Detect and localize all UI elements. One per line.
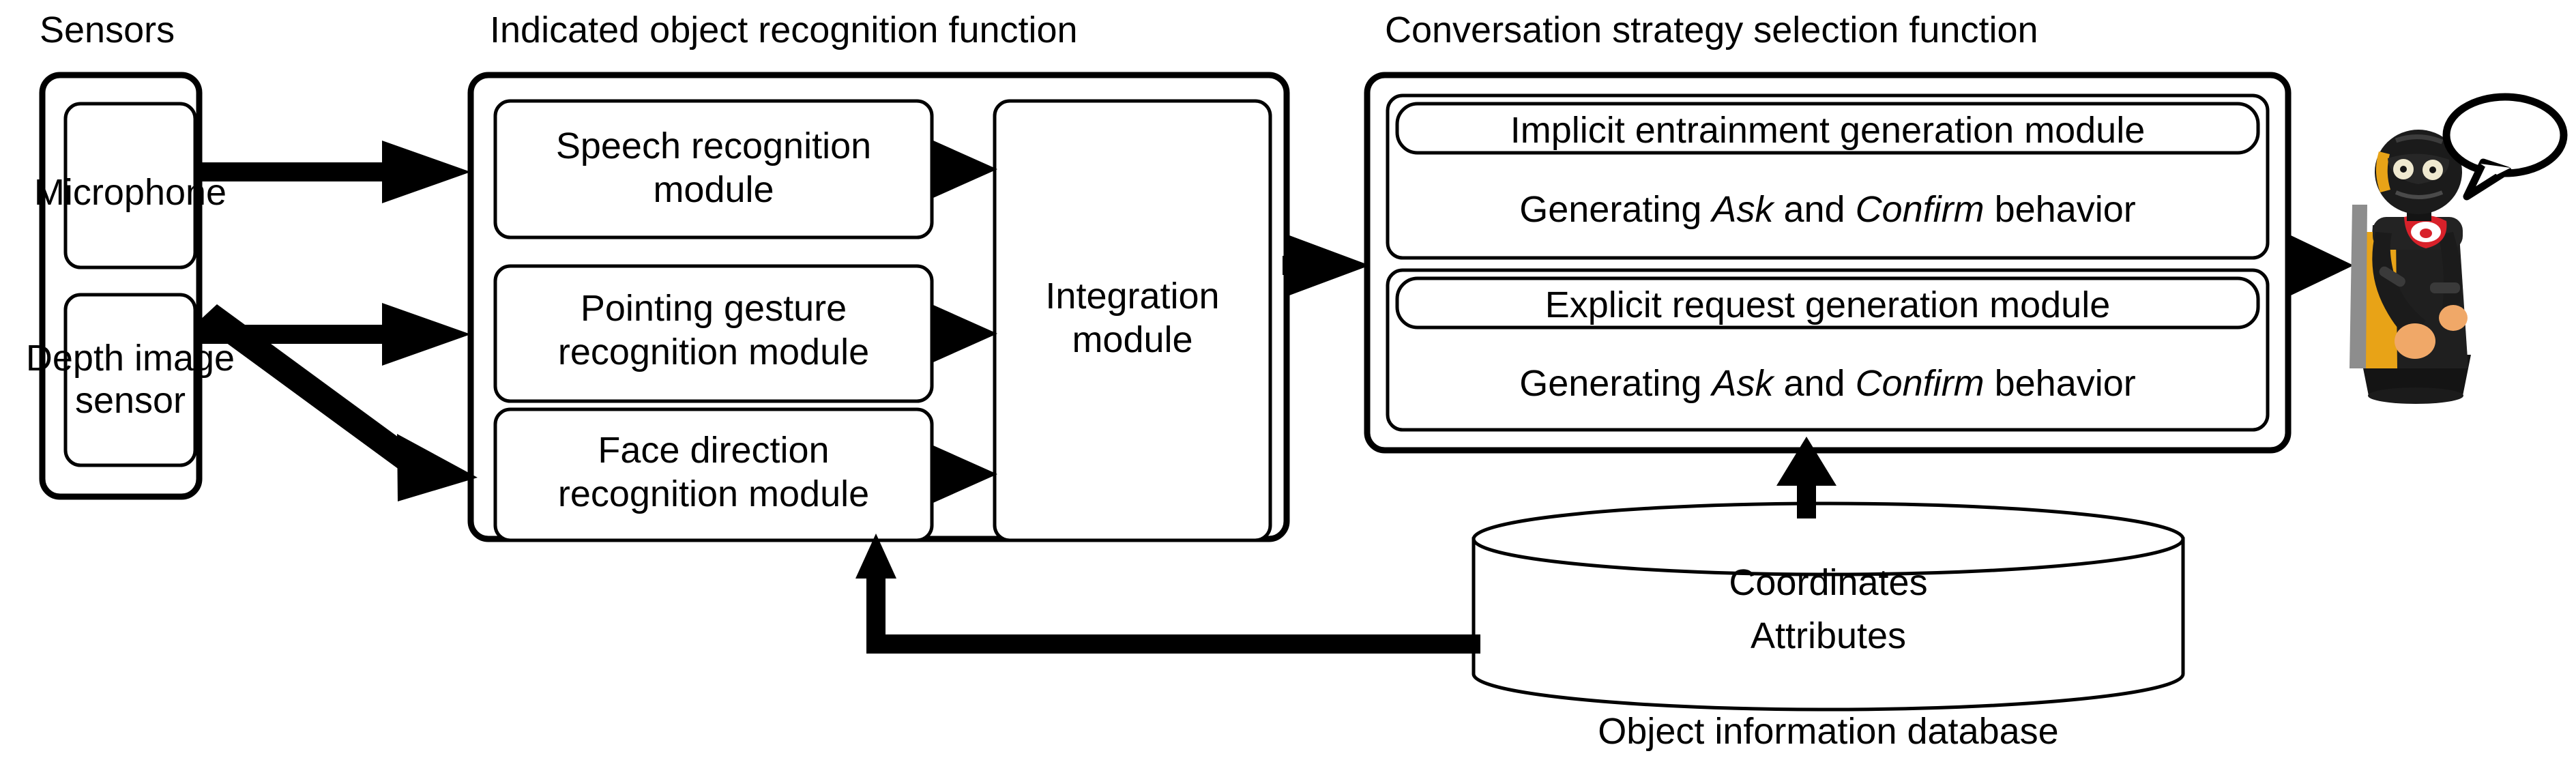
pointing-module-label-line1: Pointing gesture bbox=[581, 288, 847, 329]
database-line2: Attributes bbox=[1751, 615, 1906, 656]
humanoid-robot-figure bbox=[2350, 130, 2471, 404]
face-module-label-line2: recognition module bbox=[558, 473, 869, 514]
integration-label-line1: Integration bbox=[1045, 276, 1219, 317]
implicit-entrainment-body-label: Generating Ask and Confirm behavior bbox=[1519, 189, 2136, 230]
microphone-box[interactable] bbox=[63, 102, 197, 269]
arrow-database-to-recognition bbox=[855, 533, 1480, 654]
recognition-group-label: Indicated object recognition function bbox=[490, 10, 1078, 50]
integration-module-box[interactable] bbox=[993, 99, 1272, 542]
database-caption: Object information database bbox=[1598, 711, 2058, 752]
microphone-label: Microphone bbox=[34, 172, 226, 213]
arrow-pointing-to-integration bbox=[931, 305, 997, 362]
depth-sensor-label-line2: sensor bbox=[75, 380, 186, 421]
conversation-group-label: Conversation strategy selection function bbox=[1385, 10, 2038, 50]
implicit-entrainment-header-box[interactable] bbox=[1395, 102, 2260, 155]
arrow-depth-to-face bbox=[198, 304, 478, 501]
speech-bubble bbox=[2442, 93, 2568, 201]
depth-image-sensor-box[interactable] bbox=[63, 293, 197, 467]
arrow-database-to-conversation bbox=[1776, 437, 1836, 518]
arrow-face-to-integration bbox=[931, 445, 997, 503]
explicit-request-header-label: Explicit request generation module bbox=[1545, 284, 2110, 325]
arrow-recognition-to-conversation bbox=[1283, 235, 1370, 295]
integration-label-line2: module bbox=[1072, 319, 1192, 360]
implicit-entrainment-header-label: Implicit entrainment generation module bbox=[1510, 110, 2146, 151]
depth-sensor-label-line1: Depth image bbox=[26, 338, 235, 379]
arrow-conversation-to-robot bbox=[2285, 235, 2354, 295]
explicit-request-body-label: Generating Ask and Confirm behavior bbox=[1519, 363, 2136, 404]
explicit-request-header-box[interactable] bbox=[1395, 276, 2260, 330]
sensors-group-label: Sensors bbox=[40, 10, 175, 50]
database-line1: Coordinates bbox=[1729, 562, 1927, 603]
speech-module-label-line1: Speech recognition bbox=[556, 126, 871, 166]
arrow-speech-to-integration bbox=[931, 141, 997, 198]
speech-module-label-line2: module bbox=[653, 169, 774, 210]
arrow-microphone-to-speech bbox=[195, 141, 471, 203]
object-information-database[interactable] bbox=[1472, 501, 2185, 712]
pointing-module-label-line2: recognition module bbox=[558, 332, 869, 372]
face-module-label-line1: Face direction bbox=[598, 430, 829, 471]
